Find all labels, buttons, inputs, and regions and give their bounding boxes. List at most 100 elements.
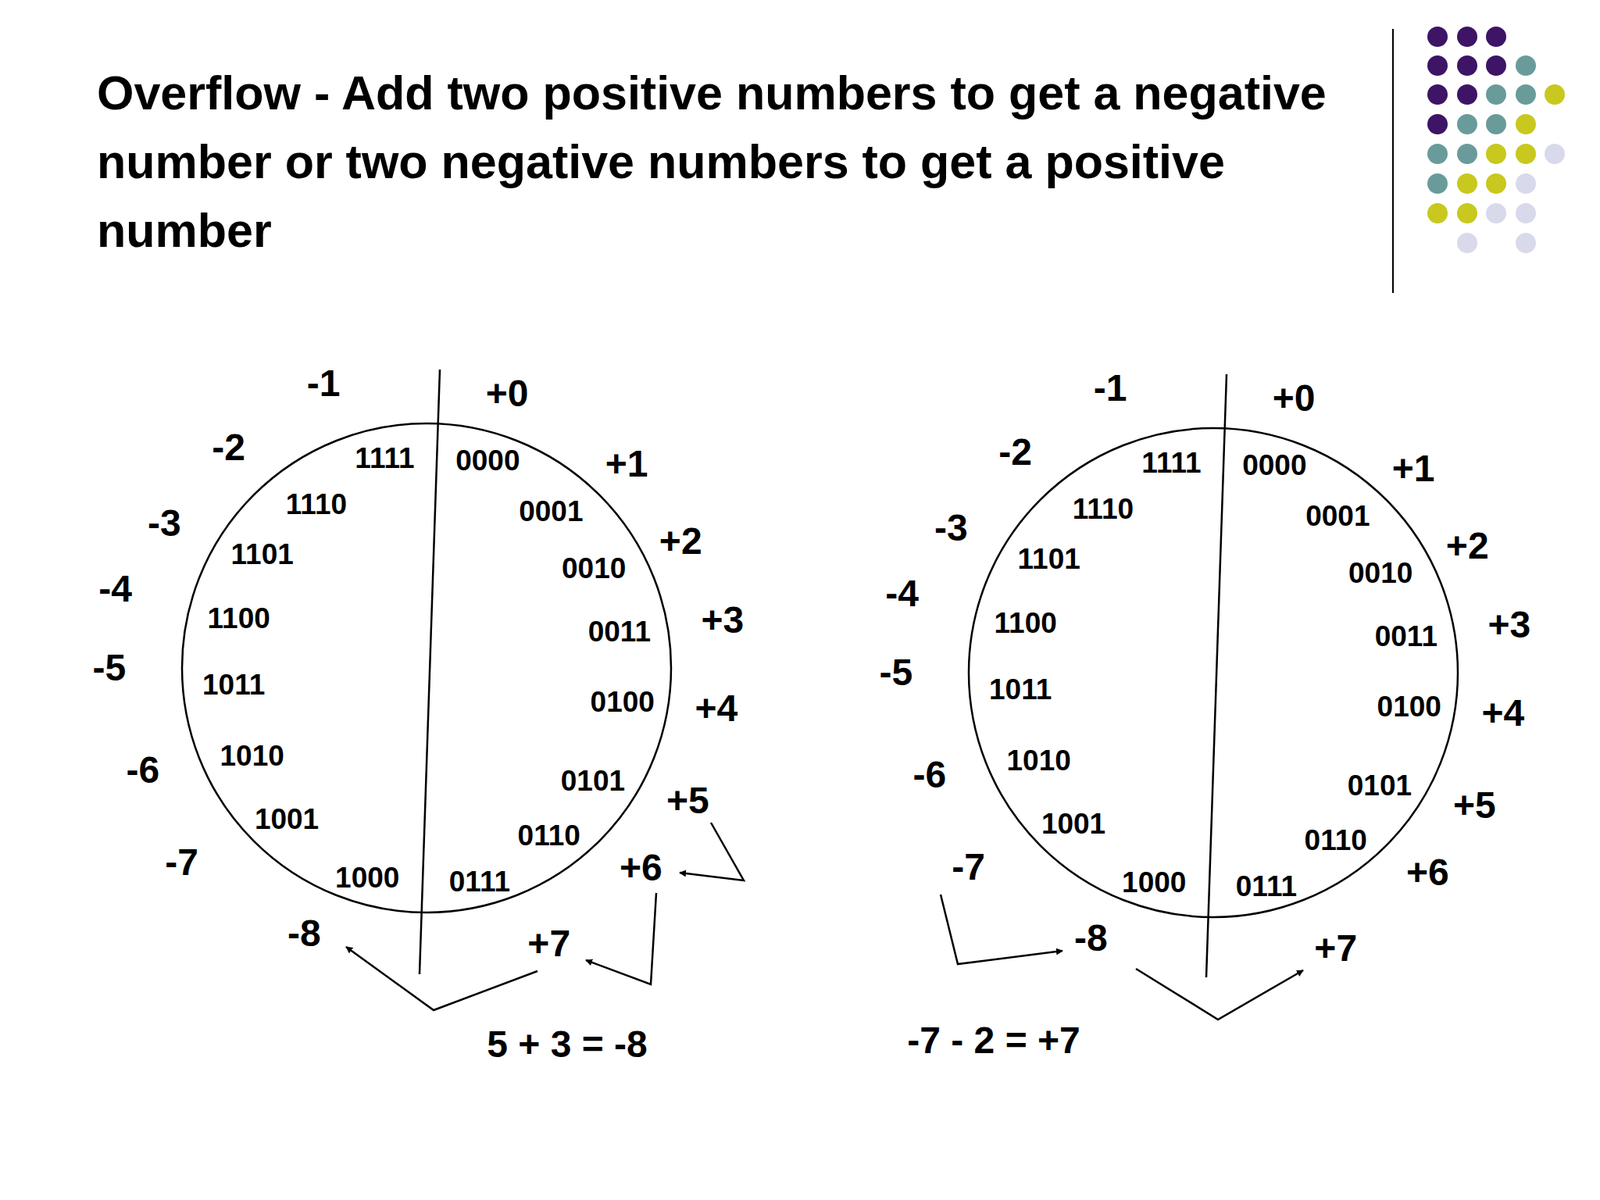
step-arrow <box>346 946 538 1011</box>
decimal-value: -4 <box>98 570 133 608</box>
decimal-value: -6 <box>913 756 947 794</box>
decimal-value: +0 <box>485 375 529 413</box>
divider-line <box>1392 28 1394 293</box>
binary-code: 0011 <box>1375 621 1438 650</box>
dot <box>1515 84 1536 105</box>
dot <box>1485 143 1507 165</box>
binary-code: 1001 <box>254 804 319 834</box>
dot <box>1457 84 1478 105</box>
binary-code: 0110 <box>517 821 581 850</box>
decimal-value: -2 <box>211 428 246 467</box>
binary-code: 0001 <box>1305 500 1370 530</box>
number-wheel: 0000000100100011010001010110011110001001… <box>180 421 673 915</box>
binary-code: 1010 <box>1006 746 1071 775</box>
step-arrow <box>585 892 657 985</box>
binary-code: 1011 <box>202 669 265 699</box>
binary-code: 0110 <box>1304 825 1368 855</box>
dot <box>1457 114 1478 135</box>
step-arrow <box>940 894 1063 965</box>
decimal-value: -3 <box>934 509 968 547</box>
decimal-value: +1 <box>605 445 649 483</box>
step-arrows <box>346 822 1304 1020</box>
binary-code: 0100 <box>590 687 655 717</box>
binary-code: 1111 <box>1141 447 1201 477</box>
binary-code: 1101 <box>231 539 294 568</box>
slide-title: Overflow - Add two positive numbers to g… <box>96 58 1386 265</box>
decimal-value: -7 <box>164 843 199 882</box>
dot <box>1457 55 1478 76</box>
binary-code: 0111 <box>449 866 511 896</box>
decimal-value: -8 <box>1074 919 1108 958</box>
decimal-value: +0 <box>1272 379 1316 418</box>
sign-divider <box>419 369 440 975</box>
decimal-value: -5 <box>878 653 913 692</box>
dot <box>1485 203 1507 224</box>
equation-label: 5 + 3 = -8 <box>486 1025 647 1064</box>
binary-code: 1111 <box>354 442 415 472</box>
binary-code: 1001 <box>1041 809 1106 839</box>
binary-code: 0001 <box>518 496 583 525</box>
dot <box>1515 114 1536 135</box>
decimal-value: +4 <box>1482 694 1525 733</box>
binary-code: 0111 <box>1235 871 1297 900</box>
wheel-outline <box>180 421 673 915</box>
decimal-value: +7 <box>1314 929 1358 968</box>
dot <box>1515 203 1536 224</box>
decimal-value: -3 <box>147 504 182 543</box>
binary-code: 1000 <box>335 862 400 892</box>
binary-code: 0010 <box>1348 558 1413 588</box>
dot <box>1457 173 1478 194</box>
binary-code: 1000 <box>1121 867 1186 897</box>
dot <box>1485 55 1507 76</box>
dot <box>1427 143 1448 165</box>
decimal-value: +1 <box>1392 450 1436 488</box>
dot <box>1457 26 1478 47</box>
wheel-circle <box>182 423 672 913</box>
decimal-value: -1 <box>1093 369 1128 408</box>
equation-label: -7 - 2 = +7 <box>907 1021 1080 1060</box>
dot <box>1515 232 1536 254</box>
binary-code: 1110 <box>285 489 347 518</box>
dot <box>1485 26 1507 47</box>
dot <box>1427 203 1448 224</box>
binary-code: 1100 <box>207 603 271 633</box>
dot <box>1427 26 1448 47</box>
dot <box>1457 232 1478 254</box>
decimal-value: +2 <box>1446 527 1490 565</box>
decimal-value: +3 <box>700 601 744 640</box>
decimal-value: -1 <box>307 364 341 403</box>
decimal-value: -6 <box>126 751 161 790</box>
number-wheel: 0000000100100011010001010110011110001001… <box>967 426 1460 919</box>
decimal-value: +2 <box>659 522 703 561</box>
binary-code: 1100 <box>994 608 1058 638</box>
dot <box>1427 114 1448 135</box>
step-arrow <box>1135 968 1304 1020</box>
binary-code: 1010 <box>219 741 284 771</box>
decimal-value: +4 <box>695 689 739 728</box>
decimal-value: +6 <box>619 849 663 887</box>
dot <box>1515 173 1536 194</box>
dot <box>1515 55 1536 76</box>
dot <box>1485 173 1507 194</box>
decimal-value: +7 <box>527 925 571 963</box>
binary-code: 0011 <box>588 616 651 646</box>
binary-code: 0000 <box>455 445 520 475</box>
decimal-value: +3 <box>1487 606 1531 644</box>
step-arrow <box>679 822 744 881</box>
decimal-value: +5 <box>1453 786 1497 825</box>
dot <box>1515 143 1536 165</box>
decimal-value: -7 <box>951 848 986 886</box>
dot <box>1427 173 1448 194</box>
dot <box>1457 203 1478 224</box>
dot <box>1485 84 1507 105</box>
dot <box>1427 55 1448 76</box>
dot <box>1457 143 1478 165</box>
dot <box>1427 84 1448 105</box>
dot <box>1544 84 1565 105</box>
dot <box>1544 143 1565 165</box>
binary-code: 0100 <box>1377 692 1442 722</box>
binary-code: 0010 <box>561 553 626 583</box>
decimal-value: +6 <box>1406 853 1450 892</box>
decimal-value: -4 <box>885 575 919 613</box>
